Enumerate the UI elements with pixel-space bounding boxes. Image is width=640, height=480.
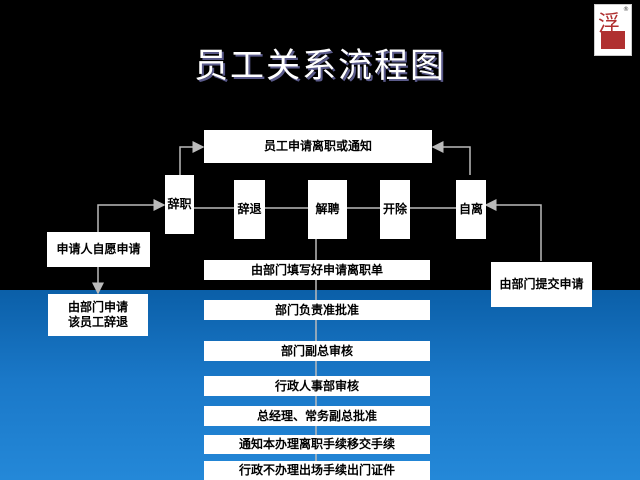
voluntary-to-resign-arrow <box>97 199 166 232</box>
notify-box: 员工申请离职或通知 <box>204 130 432 163</box>
deptsubmit-to-selfleave-arrow <box>484 199 542 261</box>
diagram-title: 员工关系流程图 <box>194 46 446 86</box>
resign-to-notify-arrow <box>179 141 205 175</box>
dept-submit-box: 由部门提交申请 <box>491 262 592 307</box>
self-leave-box: 自离 <box>456 180 486 239</box>
step-box: 部门负责准批准 <box>204 300 430 320</box>
dismiss-box: 辞退 <box>234 180 265 239</box>
step-box: 行政人事部审核 <box>204 376 430 396</box>
voluntary-apply-box: 申请人自愿申请 <box>47 232 150 267</box>
brand-logo: 浮 ® <box>594 4 632 56</box>
expel-box: 开除 <box>380 180 410 239</box>
logo-glyph: 浮 <box>598 12 621 37</box>
step-box: 部门副总审核 <box>204 341 430 361</box>
dept-apply-box: 由部门申请 该员工辞退 <box>48 294 148 336</box>
step-box: 通知本办理离职手续移交手续 <box>204 435 430 454</box>
dept-apply-line-2: 该员工辞退 <box>67 315 128 329</box>
step-box: 总经理、常务副总批准 <box>204 406 430 426</box>
terminate-box: 解聘 <box>308 180 347 239</box>
registered-mark: ® <box>623 6 629 13</box>
dept-apply-line-1: 由部门申请 <box>67 300 128 314</box>
resign-box: 辞职 <box>165 175 194 234</box>
step-box: 由部门填写好申请离职单 <box>204 260 430 280</box>
selfleave-to-notify-arrow <box>431 141 471 175</box>
step-box: 行政不办理出场手续出门证件 <box>204 461 430 480</box>
logo-bar <box>601 31 625 49</box>
